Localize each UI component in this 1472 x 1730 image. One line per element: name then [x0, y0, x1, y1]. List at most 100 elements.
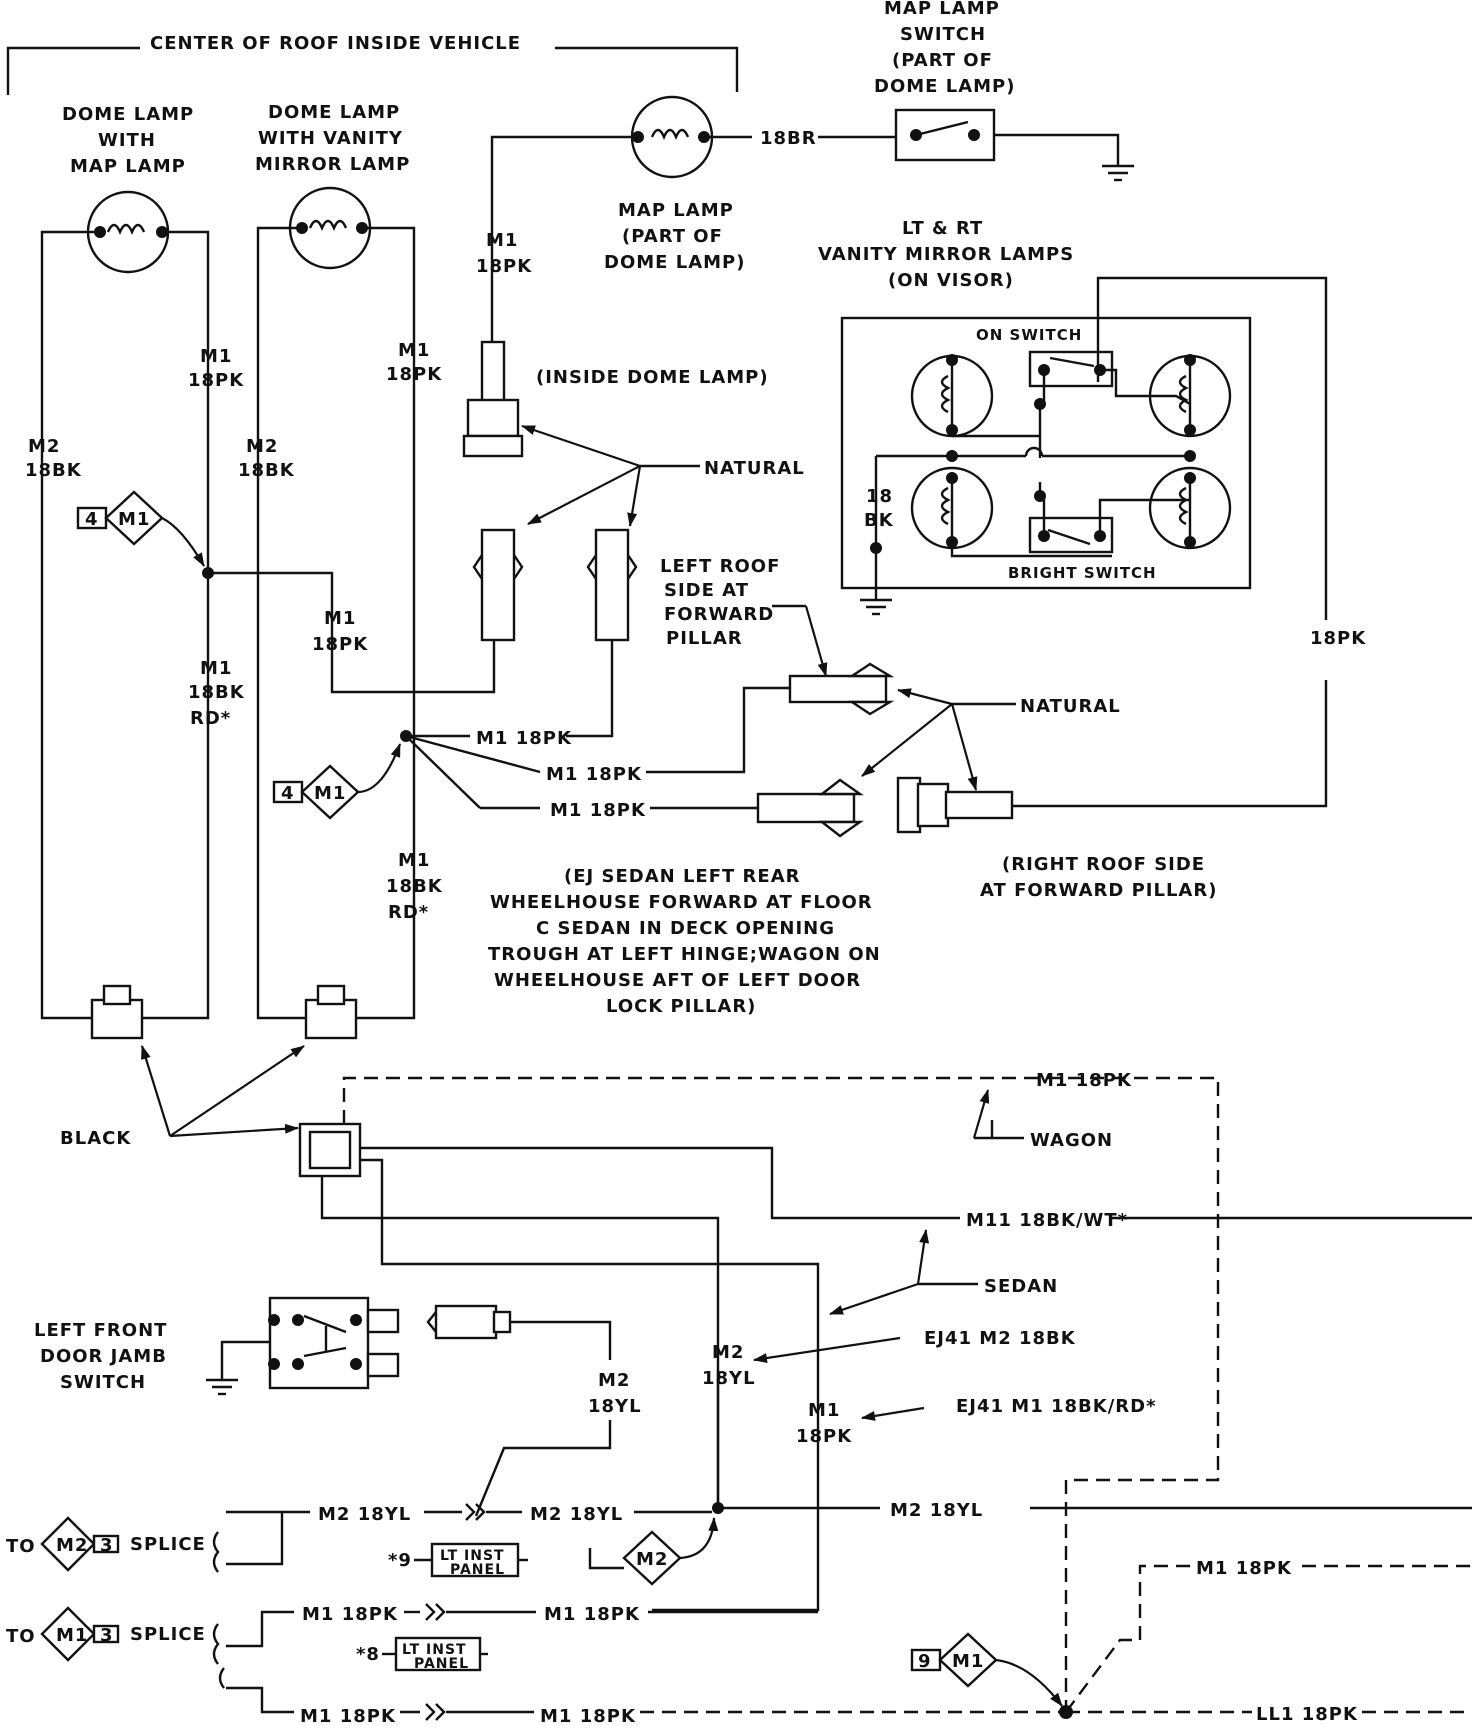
svg-text:M2 18YL: M2 18YL: [890, 1500, 983, 1521]
svg-text:PANEL: PANEL: [450, 1562, 505, 1578]
vanity-mirror-lamps: LT & RT VANITY MIRROR LAMPS (ON VISOR) O…: [818, 218, 1366, 649]
svg-text:TO: TO: [6, 1536, 36, 1557]
svg-text:18: 18: [866, 486, 893, 507]
svg-text:SWITCH: SWITCH: [60, 1372, 146, 1393]
svg-text:(EJ SEDAN LEFT REAR: (EJ SEDAN LEFT REAR: [564, 866, 801, 887]
svg-text:PILLAR: PILLAR: [666, 628, 743, 649]
svg-text:TROUGH AT LEFT HINGE;WAGON ON: TROUGH AT LEFT HINGE;WAGON ON: [488, 944, 881, 965]
svg-text:PANEL: PANEL: [414, 1656, 469, 1672]
svg-text:DOME LAMP: DOME LAMP: [62, 104, 194, 125]
svg-text:M1: M1: [56, 1625, 88, 1646]
svg-text:M2: M2: [712, 1342, 744, 1363]
svg-text:18BK: 18BK: [25, 460, 82, 481]
svg-text:M1: M1: [486, 230, 518, 251]
svg-text:ON SWITCH: ON SWITCH: [976, 326, 1082, 344]
svg-text:M2: M2: [636, 1549, 668, 1570]
svg-text:M2: M2: [56, 1535, 88, 1556]
dome-lamp-vanity: DOME LAMP WITH VANITY MIRROR LAMP: [255, 102, 416, 1020]
svg-text:LEFT FRONT: LEFT FRONT: [34, 1320, 167, 1341]
svg-text:DOME LAMP): DOME LAMP): [604, 252, 745, 273]
svg-text:EJ41 M2 18BK: EJ41 M2 18BK: [924, 1328, 1076, 1349]
svg-text:M1 18PK: M1 18PK: [302, 1604, 398, 1625]
svg-text:SEDAN: SEDAN: [984, 1276, 1058, 1297]
svg-text:*8: *8: [356, 1644, 380, 1665]
svg-text:(RIGHT ROOF SIDE: (RIGHT ROOF SIDE: [1002, 854, 1205, 875]
svg-text:M1 18PK: M1 18PK: [300, 1706, 396, 1727]
svg-text:M1: M1: [398, 340, 430, 361]
svg-text:WHEELHOUSE FORWARD AT FLOOR: WHEELHOUSE FORWARD AT FLOOR: [490, 892, 873, 913]
svg-text:M1 18PK: M1 18PK: [544, 1604, 640, 1625]
to-m2-splice: TO M2 3 SPLICE M2 18YL M2 18YL *9 LT INS…: [6, 1503, 712, 1578]
svg-text:DOME LAMP): DOME LAMP): [874, 76, 1015, 97]
svg-text:VANITY MIRROR LAMPS: VANITY MIRROR LAMPS: [818, 244, 1074, 265]
svg-text:MAP LAMP: MAP LAMP: [70, 156, 186, 177]
svg-text:FORWARD: FORWARD: [664, 604, 774, 625]
svg-text:AT FORWARD PILLAR): AT FORWARD PILLAR): [980, 880, 1217, 901]
svg-text:DOME LAMP: DOME LAMP: [268, 102, 400, 123]
svg-text:(PART OF: (PART OF: [622, 226, 723, 247]
svg-text:M1: M1: [808, 1400, 840, 1421]
svg-text:NATURAL: NATURAL: [704, 458, 805, 479]
to-m1-splice: TO M1 3 SPLICE M1 18PK M1 18PK *8 LT INS…: [6, 1603, 818, 1727]
svg-text:M2: M2: [246, 436, 278, 457]
svg-text:(ON VISOR): (ON VISOR): [888, 270, 1014, 291]
svg-text:BK: BK: [864, 510, 894, 531]
svg-text:4: 4: [85, 509, 99, 530]
svg-text:SPLICE: SPLICE: [130, 1534, 206, 1555]
door-jamb-switch: LEFT FRONT DOOR JAMB SWITCH M2 18YL: [34, 1296, 642, 1517]
svg-text:NATURAL: NATURAL: [1020, 696, 1121, 717]
svg-text:LEFT ROOF: LEFT ROOF: [660, 556, 780, 577]
svg-text:(INSIDE DOME LAMP): (INSIDE DOME LAMP): [536, 367, 769, 388]
ref-m2-bottom: M2: [588, 1517, 719, 1586]
svg-text:LT INST: LT INST: [440, 1548, 505, 1564]
svg-text:M11 18BK/WT*: M11 18BK/WT*: [966, 1210, 1128, 1231]
svg-text:M1: M1: [952, 1651, 984, 1672]
svg-text:18BR: 18BR: [760, 128, 817, 149]
svg-text:18PK: 18PK: [476, 256, 532, 277]
svg-text:WAGON: WAGON: [1030, 1130, 1113, 1151]
svg-text:LT & RT: LT & RT: [902, 218, 983, 239]
svg-text:SPLICE: SPLICE: [130, 1624, 206, 1645]
svg-text:18BK: 18BK: [386, 876, 443, 897]
svg-text:*9: *9: [388, 1550, 412, 1571]
ref-4-m1-top: 4 M1: [76, 490, 205, 567]
svg-text:LT INST: LT INST: [402, 1642, 467, 1658]
center-roof-label: CENTER OF ROOF INSIDE VEHICLE: [150, 33, 521, 54]
svg-text:M1 18PK: M1 18PK: [546, 764, 642, 785]
svg-text:18PK: 18PK: [1310, 628, 1366, 649]
svg-text:(PART OF: (PART OF: [892, 50, 993, 71]
svg-text:18PK: 18PK: [188, 370, 244, 391]
svg-text:18YL: 18YL: [588, 1396, 642, 1417]
sedan-note: (EJ SEDAN LEFT REAR WHEELHOUSE FORWARD A…: [488, 866, 881, 1017]
map-lamp-switch: MAP LAMP SWITCH (PART OF DOME LAMP): [874, 0, 1136, 182]
svg-text:EJ41 M1 18BK/RD*: EJ41 M1 18BK/RD*: [956, 1396, 1157, 1417]
svg-text:M1: M1: [200, 346, 232, 367]
dome-lamp-map: DOME LAMP WITH MAP LAMP: [40, 104, 210, 1020]
svg-text:LL1 18PK: LL1 18PK: [1256, 1704, 1358, 1725]
svg-text:TO: TO: [6, 1626, 36, 1647]
svg-text:M1 18PK: M1 18PK: [1036, 1070, 1132, 1091]
svg-text:SWITCH: SWITCH: [900, 24, 986, 45]
svg-text:3: 3: [100, 1625, 114, 1646]
ref-4-m1-mid: 4 M1: [272, 743, 402, 820]
roof-bracket: CENTER OF ROOF INSIDE VEHICLE: [6, 33, 739, 95]
svg-text:M1 18PK: M1 18PK: [476, 728, 572, 749]
svg-text:M1: M1: [314, 783, 346, 804]
svg-text:BRIGHT SWITCH: BRIGHT SWITCH: [1008, 564, 1157, 582]
inside-dome-connector: (INSIDE DOME LAMP): [462, 340, 769, 458]
svg-text:18PK: 18PK: [386, 364, 442, 385]
natural-connectors-top: NATURAL: [472, 424, 805, 738]
svg-text:4: 4: [281, 783, 295, 804]
ref-9-m1: 9 M1: [910, 1632, 1063, 1707]
svg-text:18BK: 18BK: [238, 460, 295, 481]
svg-text:MAP LAMP: MAP LAMP: [884, 0, 1000, 19]
svg-text:MAP LAMP: MAP LAMP: [618, 200, 734, 221]
svg-text:DOOR JAMB: DOOR JAMB: [40, 1346, 167, 1367]
svg-text:M2: M2: [598, 1370, 630, 1391]
svg-text:M2 18YL: M2 18YL: [318, 1504, 411, 1525]
svg-text:M1: M1: [324, 608, 356, 629]
svg-text:M1: M1: [398, 850, 430, 871]
svg-text:M1 18PK: M1 18PK: [550, 800, 646, 821]
dome-wire-labels: M2 18BK M1 18PK M2 18BK M1 18PK M1 18BK …: [25, 340, 443, 923]
svg-text:M1 18PK: M1 18PK: [1196, 1558, 1292, 1579]
